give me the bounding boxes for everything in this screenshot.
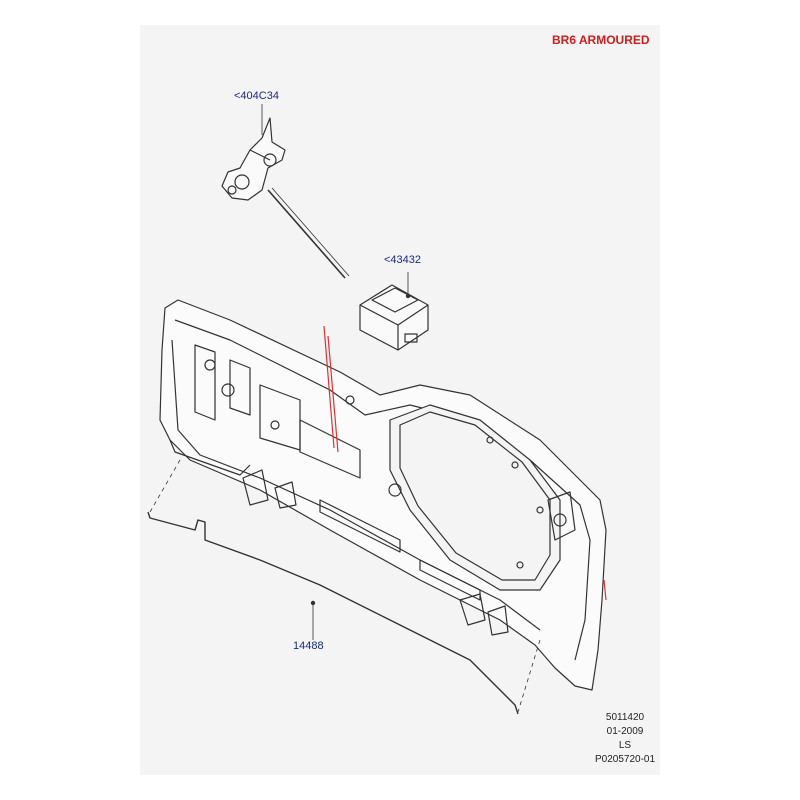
footer-illustration-id: P0205720-01 xyxy=(594,754,656,765)
highlight-lines xyxy=(323,325,607,601)
rod-part xyxy=(147,511,519,715)
callout-latch-actuator: <404C34 xyxy=(234,90,279,102)
footer-code: LS xyxy=(618,740,632,751)
control-module-part xyxy=(359,284,429,351)
callout-control-module: <43432 xyxy=(384,254,422,266)
latch-actuator-part xyxy=(221,117,350,279)
variant-tag: BR6 ARMOURED xyxy=(552,33,650,47)
callout-rod: 14488 xyxy=(293,640,324,652)
tailgate-panel xyxy=(159,299,607,691)
footer-date: 01-2009 xyxy=(606,726,644,737)
footer-number: 5011420 xyxy=(605,712,645,723)
